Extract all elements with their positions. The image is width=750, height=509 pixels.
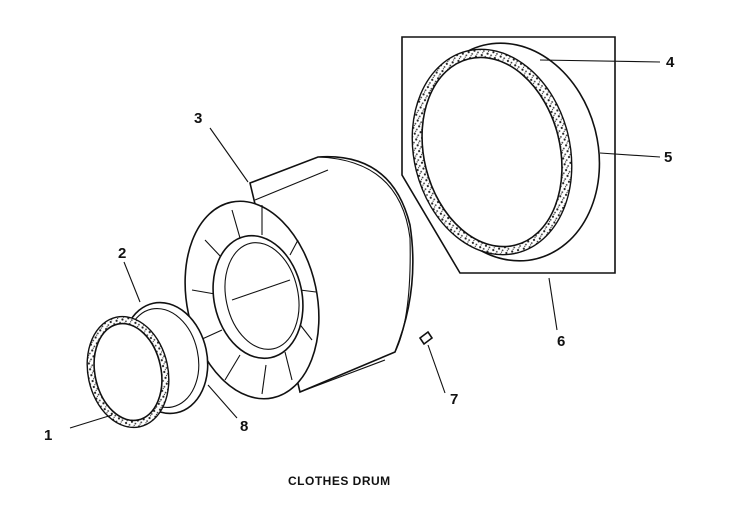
callout-7: 7 xyxy=(450,391,458,408)
front-felt-seal-part xyxy=(86,315,170,429)
callout-5: 5 xyxy=(664,149,672,166)
rear-seal-ring-part xyxy=(411,42,601,262)
clothes-drum-part xyxy=(184,155,414,400)
drum-clip-part xyxy=(418,330,434,346)
callout-8: 8 xyxy=(240,418,248,435)
callout-1: 1 xyxy=(44,427,52,444)
callout-3: 3 xyxy=(194,110,202,127)
callout-2: 2 xyxy=(118,245,126,262)
diagram-caption: CLOTHES DRUM xyxy=(288,474,391,488)
kit-enclosure-outline xyxy=(401,36,616,274)
callout-6: 6 xyxy=(557,333,565,350)
callout-4: 4 xyxy=(666,54,675,71)
leader-lines xyxy=(69,59,661,429)
